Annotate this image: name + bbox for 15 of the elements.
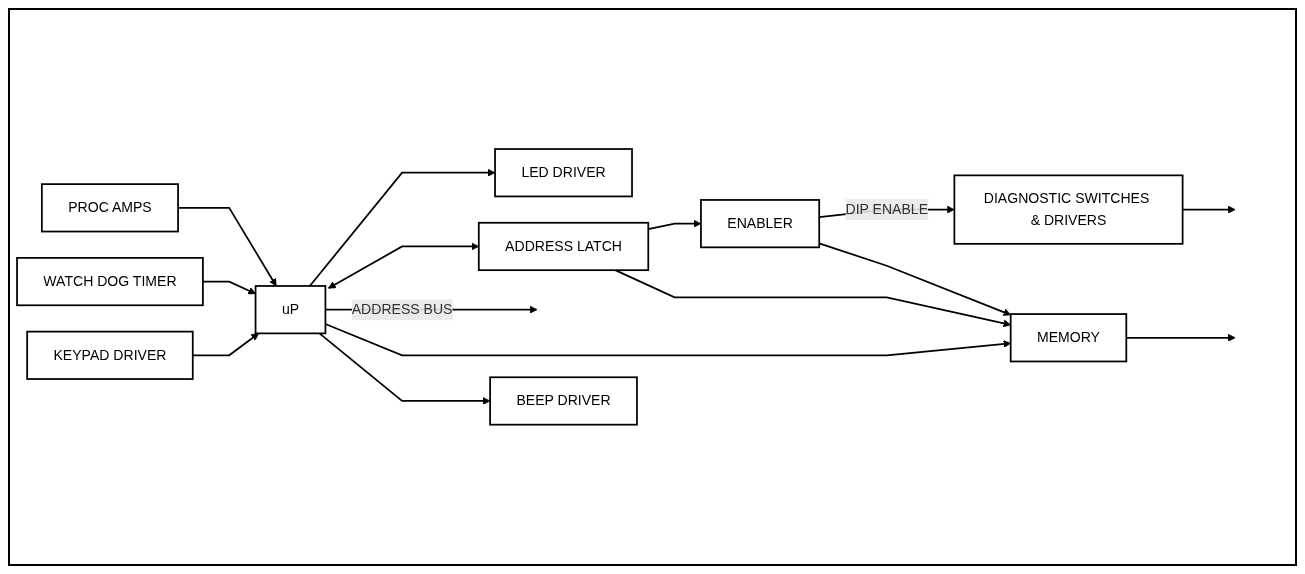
node-box: PROC AMPS [41, 183, 179, 233]
node-box: MEMORY [1009, 313, 1128, 363]
node-box: KEYPAD DRIVER [26, 330, 194, 381]
node-box: BEEP DRIVER [489, 376, 638, 426]
node-box: ENABLER [700, 199, 821, 249]
edge-label: DIP ENABLE [845, 201, 929, 217]
node-box: WATCH DOG TIMER [16, 257, 204, 307]
edge-label: ADDRESS BUS [351, 301, 453, 317]
node-box: ADDRESS LATCH [477, 222, 650, 272]
node-box: uP [254, 285, 327, 335]
arrow [202, 280, 256, 295]
arrow [318, 332, 491, 405]
arrow [308, 169, 496, 287]
node-box: DIAGNOSTIC SWITCHES & DRIVERS [953, 174, 1184, 245]
node-box: LED DRIVER [494, 148, 633, 198]
